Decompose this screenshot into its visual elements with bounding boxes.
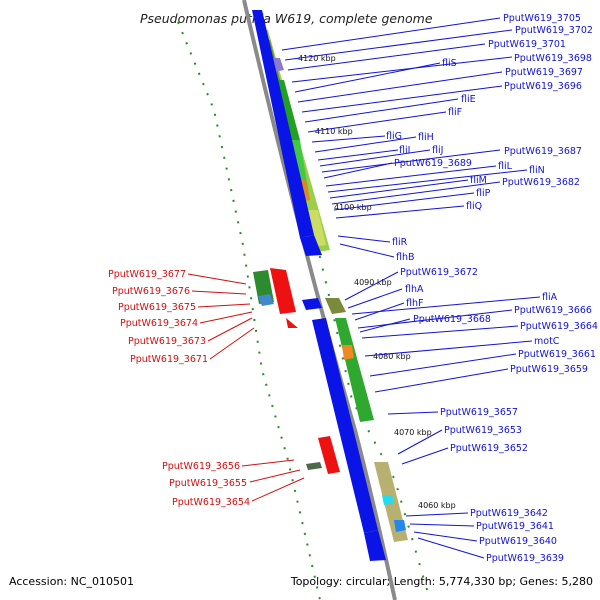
gene-label[interactable]: PputW619_3701 [488, 39, 566, 50]
tick-label: 4080 kbp [373, 352, 411, 361]
gene-label[interactable]: fliI [399, 145, 410, 156]
tick-label: 4070 kbp [394, 428, 432, 437]
gene-label[interactable]: PputW619_3673 [128, 336, 206, 347]
gene-label[interactable]: fliJ [432, 145, 443, 156]
gene-label[interactable]: fliQ [466, 201, 482, 212]
gene-label[interactable]: fliL [498, 161, 513, 172]
gene-label[interactable]: PputW619_3675 [118, 302, 196, 313]
gene-label[interactable]: fliM [470, 175, 487, 186]
gene-label[interactable]: PputW619_3641 [476, 521, 554, 532]
gene-label[interactable]: PputW619_3655 [169, 478, 247, 489]
tick-label: 4120 kbp [298, 54, 336, 63]
gene-label[interactable]: flhF [406, 298, 423, 309]
reverse-labels: PputW619_3705 PputW619_3702 PputW619_370… [386, 13, 598, 564]
forward-labels: PputW619_3677 PputW619_3676 PputW619_367… [108, 269, 250, 508]
gene-label[interactable]: PputW619_3661 [518, 349, 596, 360]
genome-summary-text: Topology: circular; Length: 5,774,330 bp… [290, 575, 593, 588]
gene-label[interactable]: PputW619_3689 [394, 158, 472, 169]
gene-label[interactable]: PputW619_3672 [400, 267, 478, 278]
tick-label: 4090 kbp [354, 278, 392, 287]
gene-label[interactable]: fliH [418, 132, 434, 143]
gene-label[interactable]: PputW619_3653 [444, 425, 522, 436]
accession-text: Accession: NC_010501 [9, 575, 135, 588]
forward-leader-lines [187, 273, 305, 502]
gene-label[interactable]: PputW619_3666 [514, 305, 592, 316]
gene-label[interactable]: PputW619_3654 [172, 497, 250, 508]
gene-label[interactable]: PputW619_3676 [112, 286, 190, 297]
tick-label: 4060 kbp [418, 501, 456, 510]
gc-skew-track-outer [177, 21, 321, 600]
gene-label[interactable]: motC [534, 336, 560, 347]
map-title: Pseudomonas putida W619, complete genome [140, 11, 433, 26]
gene-label[interactable]: fliS [442, 58, 457, 69]
gene-label[interactable]: fliN [529, 165, 545, 176]
gene-label[interactable]: PputW619_3677 [108, 269, 186, 280]
gene-label[interactable]: fliG [386, 131, 402, 142]
gene-label[interactable]: PputW619_3659 [510, 364, 588, 375]
gene-label[interactable]: PputW619_3652 [450, 443, 528, 454]
gene-label[interactable]: flhB [396, 252, 415, 263]
gene-label[interactable]: PputW619_3682 [502, 177, 580, 188]
gene-label[interactable]: fliR [392, 237, 408, 248]
tick-label: 4110 kbp [315, 127, 353, 136]
gene-label[interactable]: PputW619_3639 [486, 553, 564, 564]
gene-label[interactable]: PputW619_3668 [413, 314, 491, 325]
gene-label[interactable]: PputW619_3698 [514, 53, 592, 64]
gene-label[interactable]: PputW619_3687 [504, 146, 582, 157]
gene-label[interactable]: PputW619_3696 [504, 81, 582, 92]
gene-label[interactable]: fliE [461, 94, 476, 105]
gene-label[interactable]: PputW619_3705 [503, 13, 581, 24]
reverse-genes [252, 10, 386, 561]
reverse-leader-lines [281, 17, 541, 559]
gene-label[interactable]: PputW619_3640 [479, 536, 557, 547]
forward-genes [253, 268, 340, 474]
gene-label[interactable]: PputW619_3664 [520, 321, 598, 332]
gene-label[interactable]: PputW619_3642 [470, 508, 548, 519]
gene-label[interactable]: fliP [476, 188, 491, 199]
gene-label[interactable]: fliF [448, 107, 462, 118]
gene-label[interactable]: PputW619_3674 [120, 318, 198, 329]
gene-label[interactable]: fliA [542, 292, 558, 303]
gene-label[interactable]: PputW619_3657 [440, 407, 518, 418]
gene-label[interactable]: PputW619_3702 [515, 25, 593, 36]
gene-label[interactable]: PputW619_3697 [505, 67, 583, 78]
gene-label[interactable]: flhA [405, 284, 424, 295]
gene-label[interactable]: PputW619_3671 [130, 354, 208, 365]
gene-label[interactable]: PputW619_3656 [162, 461, 240, 472]
